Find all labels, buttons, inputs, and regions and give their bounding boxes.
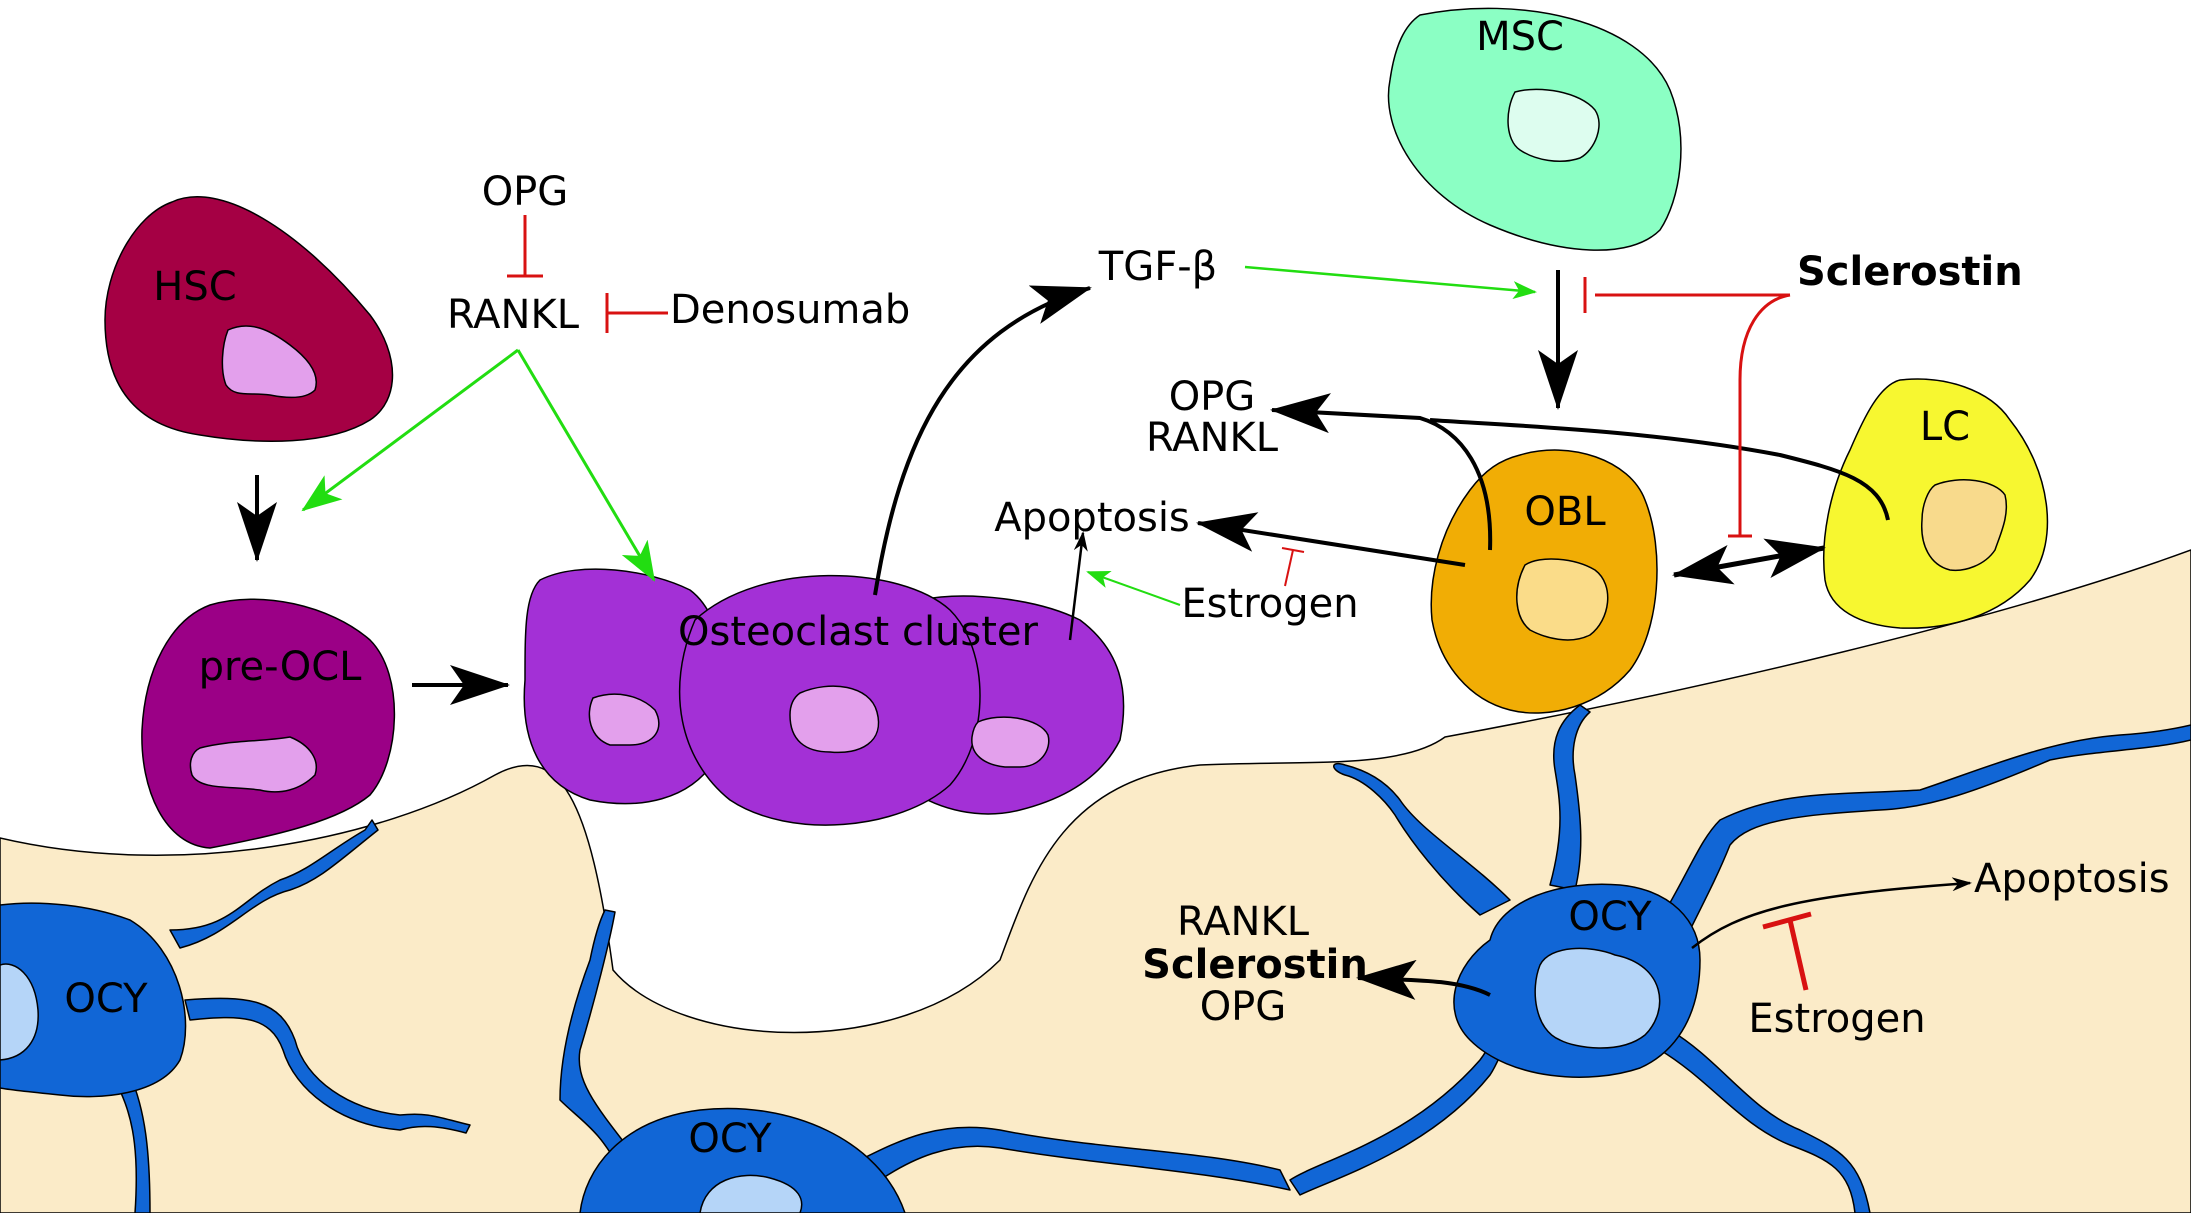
label-rankl-top: RANKL [447, 292, 580, 338]
cell-label-msc: MSC [1476, 14, 1564, 60]
cell-label-hsc: HSC [153, 264, 236, 310]
cell-label-pre-ocl: pre-OCL [199, 644, 363, 690]
inhibit-estrogen-ocl-stem [1284, 549, 1294, 587]
hsc-nucleus [221, 325, 317, 399]
arrow-osteoclast-to-apoptosis [1068, 531, 1088, 641]
arrow-osteoclast-to-tgf [873, 285, 1092, 596]
label-apoptosis-ocy: Apoptosis [1974, 856, 2170, 902]
arrow-ocy-to-apoptosis [1691, 877, 1972, 949]
arrow-tgf-to-msc-obl [1244, 265, 1537, 300]
green-arrows [301, 265, 1537, 606]
cell-label-ocy-left: OCY [64, 976, 148, 1022]
pre-ocl-cell [141, 598, 396, 849]
lc-nucleus [1921, 479, 2007, 572]
ocy-bottom-body [579, 1107, 906, 1214]
arrow-obl-lc-bidirectional [1672, 538, 1826, 585]
label-sclerostin-top: Sclerostin [1797, 249, 2023, 295]
label-rankl-ocy: RANKL [1177, 899, 1310, 945]
label-rankl-obl: RANKL [1146, 415, 1279, 461]
msc-cell [1387, 7, 1682, 251]
inhibit-sclerostin-obl-lc [1738, 293, 1791, 535]
osteoclast-cluster [523, 568, 1125, 826]
obl-nucleus [1516, 558, 1609, 641]
arrow-rankl-to-pre-ocl [301, 348, 519, 512]
msc-nucleus [1507, 88, 1600, 163]
inhibit-estrogen-ocl-bar [1281, 547, 1305, 553]
label-sclerostin-ocy: Sclerostin [1142, 942, 1368, 988]
label-apoptosis-ocl: Apoptosis [994, 495, 1190, 541]
label-estrogen-ocl: Estrogen [1181, 581, 1358, 627]
arrow-estrogen-to-apoptosis [1086, 570, 1181, 606]
ocy-bottom-nucleus [699, 1174, 803, 1214]
ocy-left-nucleus [0, 963, 39, 1061]
hsc-cell [104, 196, 394, 442]
ocy-right-nucleus [1534, 947, 1661, 1049]
osteocyte-network [0, 704, 2191, 1214]
red-inhibitors [507, 215, 1812, 991]
label-opg-ocy: OPG [1200, 984, 1287, 1030]
arrow-obl-to-opg-rankl [1270, 393, 1493, 551]
label-opg-top: OPG [482, 169, 569, 215]
cell-label-obl: OBL [1524, 489, 1606, 535]
line-lc-to-opg-rankl [1429, 418, 1890, 521]
ocy-left-body [0, 902, 187, 1098]
inhibit-estrogen-ocy-bar [1762, 911, 1812, 930]
label-estrogen-ocy: Estrogen [1748, 996, 1925, 1042]
lc-cell [1822, 378, 2049, 629]
label-tgf-beta: TGF-β [1098, 244, 1217, 290]
cell-label-osteoclast-cluster: Osteoclast cluster [678, 609, 1039, 655]
label-opg-obl: OPG [1169, 374, 1256, 420]
osteoclast-left [523, 568, 725, 805]
pre-ocl-nucleus [189, 736, 317, 793]
arrow-obl-to-apoptosis [1196, 512, 1466, 567]
black-arrows [237, 270, 1972, 1000]
arrow-rankl-to-osteoclast [516, 349, 656, 582]
inhibit-estrogen-ocy-stem [1787, 919, 1809, 991]
cell-label-ocy-bottom: OCY [688, 1116, 772, 1162]
arrow-ocy-to-sclerostin [1356, 959, 1491, 1000]
cell-label-ocy-right: OCY [1568, 894, 1652, 940]
cell-label-lc: LC [1920, 404, 1970, 450]
label-denosumab: Denosumab [670, 287, 910, 333]
